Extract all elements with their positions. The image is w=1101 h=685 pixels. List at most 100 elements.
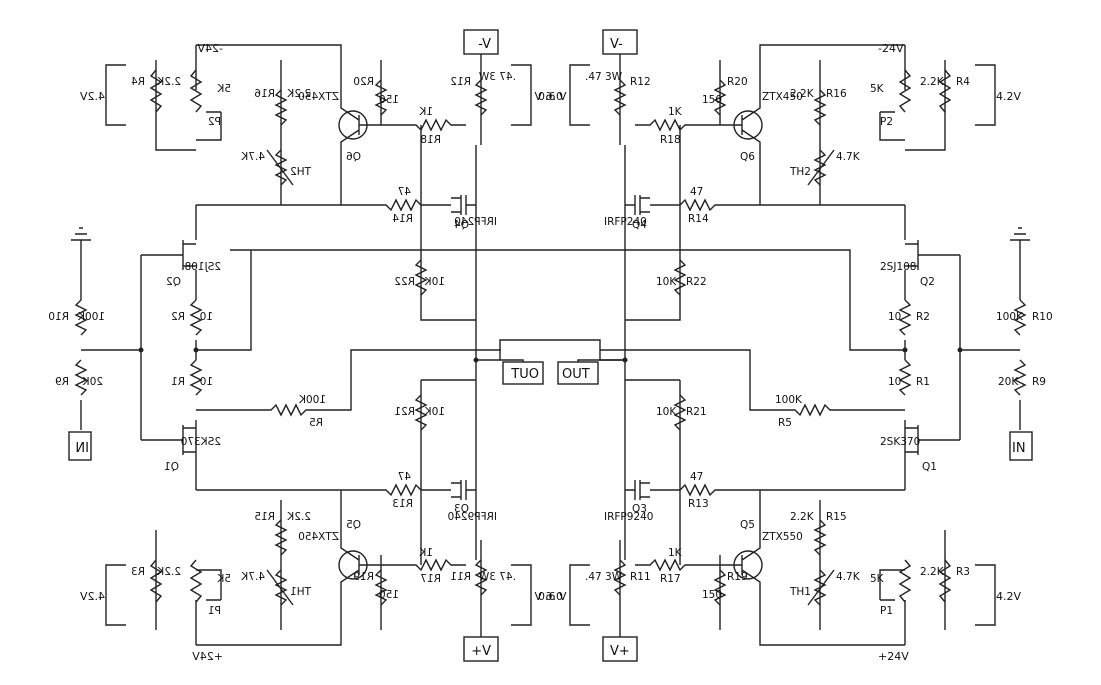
p2-label-mirrored: P2	[208, 116, 221, 128]
r9-label: R9	[1032, 376, 1046, 388]
neg-rail-label-mirrored: -24V	[197, 42, 223, 55]
r12-value: .47 3W	[585, 71, 623, 83]
in-label: IN	[1012, 441, 1026, 456]
r3-value: 2.2K	[920, 566, 945, 578]
p2-value: 5K	[870, 83, 885, 95]
r17-value-mirrored: 1K	[418, 547, 433, 559]
v-plus-label-mirrored: V+	[471, 644, 491, 659]
q2-label-mirrored: Q2	[166, 276, 181, 288]
r3-label: R3	[956, 566, 970, 578]
th2-value-mirrored: 4.7K	[240, 151, 265, 163]
th1-label: TH1	[789, 586, 811, 598]
left-half-circuit-mirrored	[68, 29, 544, 662]
volt-42-bottom: 4.2V	[996, 590, 1021, 603]
v-plus-label: V+	[610, 644, 630, 659]
r2-value-mirrored: 10	[200, 311, 213, 323]
v-plus-box	[602, 636, 638, 662]
r11-value: .47 3W	[585, 571, 623, 583]
out-label: OUT	[562, 367, 590, 382]
r2-label-mirrored: R2	[171, 311, 185, 323]
q1-type-mirrored: 2SK370	[181, 436, 221, 448]
r21-label: R21	[686, 406, 707, 418]
r12-label-mirrored: R12	[450, 76, 471, 88]
r22-value-mirrored: 10K	[424, 276, 445, 288]
r21-value-mirrored: 10K	[424, 406, 445, 418]
r19-label: R19	[727, 571, 748, 583]
out-label-mirrored: OUT	[511, 367, 539, 382]
right-half-circuit	[230, 29, 1033, 662]
r3-value-mirrored: 2.2K	[156, 566, 181, 578]
volt-06-bottom: 0.6 V	[538, 590, 567, 603]
r4-value-mirrored: 2.2K	[156, 76, 181, 88]
q4-label: Q4	[632, 219, 647, 231]
r11-label: R11	[630, 571, 651, 583]
r5-label-mirrored: R5	[309, 417, 323, 429]
p2-value-mirrored: 5K	[216, 83, 231, 95]
r19-value: 150	[702, 589, 722, 601]
r18-label-mirrored: R18	[420, 134, 441, 146]
pos-rail-label: +24V	[878, 650, 909, 663]
q2-type: 2SJ108	[880, 261, 916, 273]
r22-label: R22	[686, 276, 707, 288]
r4-label: R4	[956, 76, 970, 88]
r20-value: 150	[702, 94, 722, 106]
r4-label-mirrored: R4	[131, 76, 145, 88]
q5-type: ZTX550	[762, 531, 803, 543]
v-minus-label: V-	[610, 37, 623, 52]
r1-label-mirrored: R1	[171, 376, 185, 388]
r17-value: 1K	[668, 547, 683, 559]
r2-value: 10	[888, 311, 901, 323]
r15-value-mirrored: 2.2K	[286, 511, 311, 523]
th2-label: TH2	[789, 166, 811, 178]
r13-value: 47	[690, 471, 703, 483]
r11-label-mirrored: R11	[450, 571, 471, 583]
r15-label: R15	[826, 511, 847, 523]
q3-type-mirrored: IRFP9240	[448, 511, 498, 523]
r1-label: R1	[916, 376, 930, 388]
r12-value-mirrored: .47 3W	[478, 71, 516, 83]
r19-value-mirrored: 150	[379, 589, 399, 601]
r9-value-mirrored: 20K	[82, 376, 103, 388]
r9-label-mirrored: R9	[55, 376, 69, 388]
r13-value-mirrored: 47	[398, 471, 411, 483]
q4-type: IRFP240	[604, 216, 647, 228]
th1-value: 4.7K	[836, 571, 861, 583]
r14-value: 47	[690, 186, 703, 198]
q3-label: Q3	[632, 503, 647, 515]
q4-type-mirrored: IRFP240	[454, 216, 497, 228]
r18-value-mirrored: 1K	[418, 106, 433, 118]
r18-label: R18	[660, 134, 681, 146]
q1-label-mirrored: Q1	[164, 461, 179, 473]
q3-label-mirrored: Q3	[454, 503, 469, 515]
q2-type-mirrored: 2SJ108	[185, 261, 221, 273]
p1-value-mirrored: 5K	[216, 573, 231, 585]
q6-label-mirrored: Q6	[346, 151, 361, 163]
r3-label-mirrored: R3	[131, 566, 145, 578]
r5-value-mirrored: 100K	[298, 394, 326, 406]
r20-label-mirrored: R20	[353, 76, 374, 88]
in-box-right	[1009, 431, 1033, 461]
r16-label-mirrored: R16	[254, 88, 275, 100]
r5-value: 100K	[775, 394, 803, 406]
r14-value-mirrored: 47	[398, 186, 411, 198]
th2-value: 4.7K	[836, 151, 861, 163]
q5-label: Q5	[740, 519, 755, 531]
p1-label: P1	[880, 605, 893, 617]
q3-type: IRFP9240	[604, 511, 654, 523]
r22-label-mirrored: R22	[394, 276, 415, 288]
r13-label: R13	[688, 498, 709, 510]
r21-label-mirrored: R21	[394, 406, 415, 418]
volt-06-top-mirrored: 0.6 V	[534, 90, 563, 103]
r1-value: 10	[888, 376, 901, 388]
q2-label: Q2	[920, 276, 935, 288]
th1-value-mirrored: 4.7K	[240, 571, 265, 583]
neg-rail-label: -24V	[878, 42, 904, 55]
volt-42-bottom-mirrored: 4.2V	[80, 590, 105, 603]
q4-label-mirrored: Q4	[454, 219, 469, 231]
q5-label-mirrored: Q5	[346, 519, 361, 531]
q6-label: Q6	[740, 151, 755, 163]
r20-value-mirrored: 150	[379, 94, 399, 106]
r11-value-mirrored: .47 3W	[478, 571, 516, 583]
r16-value-mirrored: 2.2K	[286, 88, 311, 100]
th1-label-mirrored: TH1	[290, 586, 312, 598]
